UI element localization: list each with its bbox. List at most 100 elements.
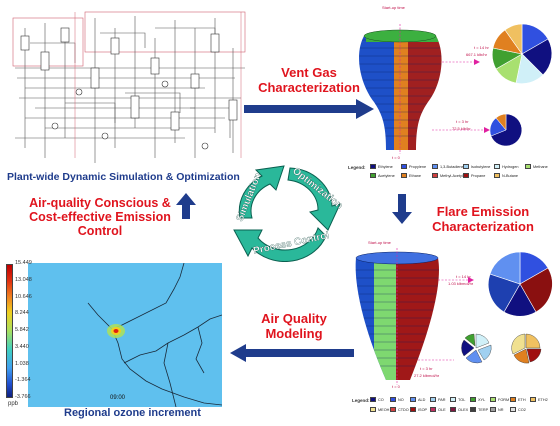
colorbar-tick: 15.449 [15,260,32,266]
colorbar-tick: 8.244 [15,310,29,317]
legend-label: N-Butane [502,173,519,178]
colorbar-tick: 3.440 [15,343,29,350]
legend-entry: MEOH [370,407,389,412]
regional-ozone-caption: Regional ozone increment [64,407,201,419]
legend-entry: ETH2 [530,397,548,402]
left-arrow-icon [230,344,354,362]
legend-label: XYL [478,397,486,402]
legend-label: CO [378,397,384,402]
flare-top-label: Start-up time [368,240,391,245]
legend-swatch [450,407,456,412]
legend-entry: 1,3-Butadiene [432,164,464,169]
legend-swatch [410,397,416,402]
legend-entry: PAR [430,397,446,402]
map-time-label: 09:00 [110,395,126,401]
legend-entry: TOL [450,397,465,402]
vent-upper-rate: 667.1 klb/hr [466,52,487,57]
legend-entry: N-Butane [494,173,518,178]
legend-entry: OLEX [450,407,468,412]
ozone-map: 09:00 [28,263,222,407]
air-quality-modeling-label: Air Quality Modeling [261,311,327,341]
legend-label: CO2 [518,407,526,412]
legend-label: 1,3-Butadiene [440,164,464,169]
legend-swatch [525,164,531,169]
colorbar-tick: 1.038 [15,360,29,367]
plant-flowsheet-diagram [12,11,246,163]
legend-swatch [490,407,496,412]
legend-swatch [401,173,407,178]
flare-lower-time: t = 3 hr [420,366,433,371]
legend-label: Acetylene [378,173,395,178]
legend-entry: Ethylene [370,164,393,169]
legend-label: Propylene [409,164,427,169]
legend-entry: Propane [463,173,485,178]
legend-entry: Methyl-Acetylene [432,173,469,178]
vent-legend-title: Legend: [348,165,366,170]
legend-entry: TERP [470,407,488,412]
legend-entry: Ethane [401,173,421,178]
colorbar-unit: ppb [8,401,19,407]
process-cycle-diagram: Simulation Optimization Process Control [233,165,345,262]
legend-swatch [370,173,376,178]
colorbar-tick: -1.364 [15,377,31,384]
flare-lower-rate: 27.2 klbmol/hr [414,373,440,378]
legend-entry: Methane [525,164,548,169]
legend-entry: Acetylene [370,173,395,178]
legend-label: OLE [438,407,446,412]
legend-swatch [401,164,407,169]
map-coastlines [87,263,222,407]
legend-label: FORM [498,397,510,402]
vent-gas-label: Vent Gas Characterization [258,65,360,95]
flare-emission-plot [355,248,553,385]
up-arrow-icon [176,193,196,219]
legend-entry: NR [490,407,503,412]
vent-upper-time: t = 14 hr [474,45,489,50]
legend-entry: FORM [490,397,509,402]
flare-upper-time: t = 14 hr [456,274,471,279]
legend-swatch [430,407,436,412]
legend-swatch [370,397,376,402]
legend-entry: ETH [510,397,526,402]
legend-entry: CO2 [510,407,526,412]
legend-swatch [450,397,456,402]
colorbar-tick: -3.766 [15,394,31,400]
plant-caption: Plant-wide Dynamic Simulation & Optimiza… [7,171,240,183]
legend-label: NO [398,397,404,402]
legend-swatch [370,407,376,412]
legend-entry: Isobutylene [463,164,490,169]
legend-swatch [510,397,516,402]
legend-label: ETH [518,397,526,402]
legend-label: Ethylene [378,164,393,169]
flare-bottom-label: t = 0 [392,384,400,389]
legend-label: MEOH [378,407,390,412]
air-quality-control-label: Air-quality Conscious & Cost-effective E… [29,196,171,238]
legend-entry: OLE [430,407,446,412]
flare-legend-title: Legend: [352,398,370,403]
colorbar-tick: 5.842 [15,327,29,333]
legend-swatch [510,407,516,412]
down-arrow-icon [392,194,412,224]
legend-label: Propane [471,173,486,178]
legend-entry: Propylene [401,164,426,169]
legend-label: ISOP [418,407,428,412]
flare-emission-label: Flare Emission Characterization [432,204,534,234]
legend-swatch [470,397,476,402]
legend-swatch [390,407,396,412]
legend-entry: Hydrogen [494,164,518,169]
legend-label: NR [498,407,504,412]
legend-label: OLEX [458,407,469,412]
legend-swatch [463,173,469,178]
colorbar-tick: 13.048 [15,276,32,283]
legend-label: ETH2 [538,397,548,402]
legend-swatch [494,173,500,178]
legend-swatch [390,397,396,402]
legend-swatch [470,407,476,412]
vent-gas-plot [359,23,553,154]
legend-entry: CO [370,397,384,402]
legend-entry: ISOP [410,407,427,412]
legend-swatch [430,397,436,402]
legend-label: Methane [533,164,548,169]
legend-label: PAR [438,397,446,402]
right-arrow-icon [244,99,374,119]
legend-swatch [370,164,376,169]
